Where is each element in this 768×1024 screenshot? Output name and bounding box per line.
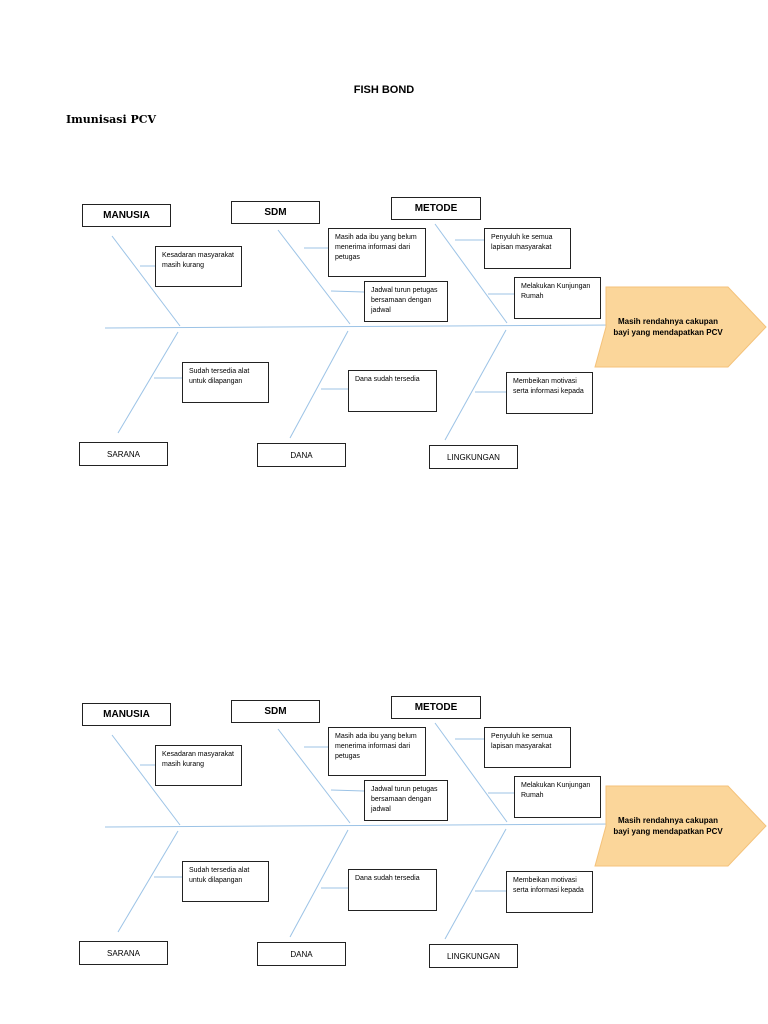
fishbone-lines: [104, 223, 767, 441]
bone-manusia: [111, 734, 181, 826]
category-dana: DANA: [257, 443, 346, 467]
spine-line: [104, 324, 616, 329]
cause-kunjungan: Melakukan Kunjungan Rumah: [514, 776, 601, 818]
category-lingkungan: LINGKUNGAN: [429, 944, 518, 968]
bone-sdm: [277, 229, 351, 325]
fishbone-lines: [104, 722, 767, 940]
bone-lingkungan: [444, 329, 507, 441]
problem-statement: Masih rendahnya cakupan bayi yang mendap…: [613, 816, 723, 836]
category-metode: METODE: [391, 197, 481, 220]
cause-dana: Dana sudah tersedia: [348, 869, 437, 911]
bone-lingkungan: [444, 828, 507, 940]
cause-motivasi: Membeikan motivasi serta informasi kepad…: [506, 372, 593, 414]
cause-jadwal-turun: Jadwal turun petugas bersamaan dengan ja…: [364, 281, 448, 322]
category-manusia: MANUSIA: [82, 703, 171, 726]
bone-dana: [289, 829, 349, 938]
spine-line: [104, 823, 616, 828]
category-sdm: SDM: [231, 700, 320, 723]
cause-jadwal-turun: Jadwal turun petugas bersamaan dengan ja…: [364, 780, 448, 821]
fishbone-diagram-2: Masih rendahnya cakupan bayi yang mendap…: [0, 689, 768, 969]
cause-sarana: Sudah tersedia alat untuk dilapangan: [182, 861, 269, 902]
cause-kesadaran: Kesadaran masyarakat masih kurang: [155, 745, 242, 786]
category-sarana: SARANA: [79, 941, 168, 965]
cause-sarana: Sudah tersedia alat untuk dilapangan: [182, 362, 269, 403]
bone-metode: [434, 223, 508, 324]
problem-arrow: [594, 286, 767, 368]
cause-motivasi: Membeikan motivasi serta informasi kepad…: [506, 871, 593, 913]
sub-jadwal: [330, 290, 365, 293]
cause-dana: Dana sudah tersedia: [348, 370, 437, 412]
category-dana: DANA: [257, 942, 346, 966]
bone-sarana: [117, 331, 179, 434]
cause-kesadaran: Kesadaran masyarakat masih kurang: [155, 246, 242, 287]
bone-manusia: [111, 235, 181, 327]
category-sdm: SDM: [231, 201, 320, 224]
category-sarana: SARANA: [79, 442, 168, 466]
problem-statement: Masih rendahnya cakupan bayi yang mendap…: [613, 317, 723, 337]
problem-arrow: [594, 785, 767, 867]
cause-masih-ada-ibu: Masih ada ibu yang belum menerima inform…: [328, 727, 426, 776]
bone-dana: [289, 330, 349, 439]
fishbone-diagram-1: Masih rendahnya cakupan bayi yang mendap…: [0, 190, 768, 470]
category-metode: METODE: [391, 696, 481, 719]
cause-masih-ada-ibu: Masih ada ibu yang belum menerima inform…: [328, 228, 426, 277]
cause-penyuluhan: Penyuluh ke semua lapisan masyarakat: [484, 727, 571, 768]
bone-sdm: [277, 728, 351, 824]
document-subtitle: Imunisasi PCV: [66, 113, 157, 126]
bone-sarana: [117, 830, 179, 933]
document-title: FISH BOND: [353, 84, 415, 96]
sub-jadwal: [330, 789, 365, 792]
category-lingkungan: LINGKUNGAN: [429, 445, 518, 469]
category-manusia: MANUSIA: [82, 204, 171, 227]
cause-penyuluhan: Penyuluh ke semua lapisan masyarakat: [484, 228, 571, 269]
bone-metode: [434, 722, 508, 823]
cause-kunjungan: Melakukan Kunjungan Rumah: [514, 277, 601, 319]
